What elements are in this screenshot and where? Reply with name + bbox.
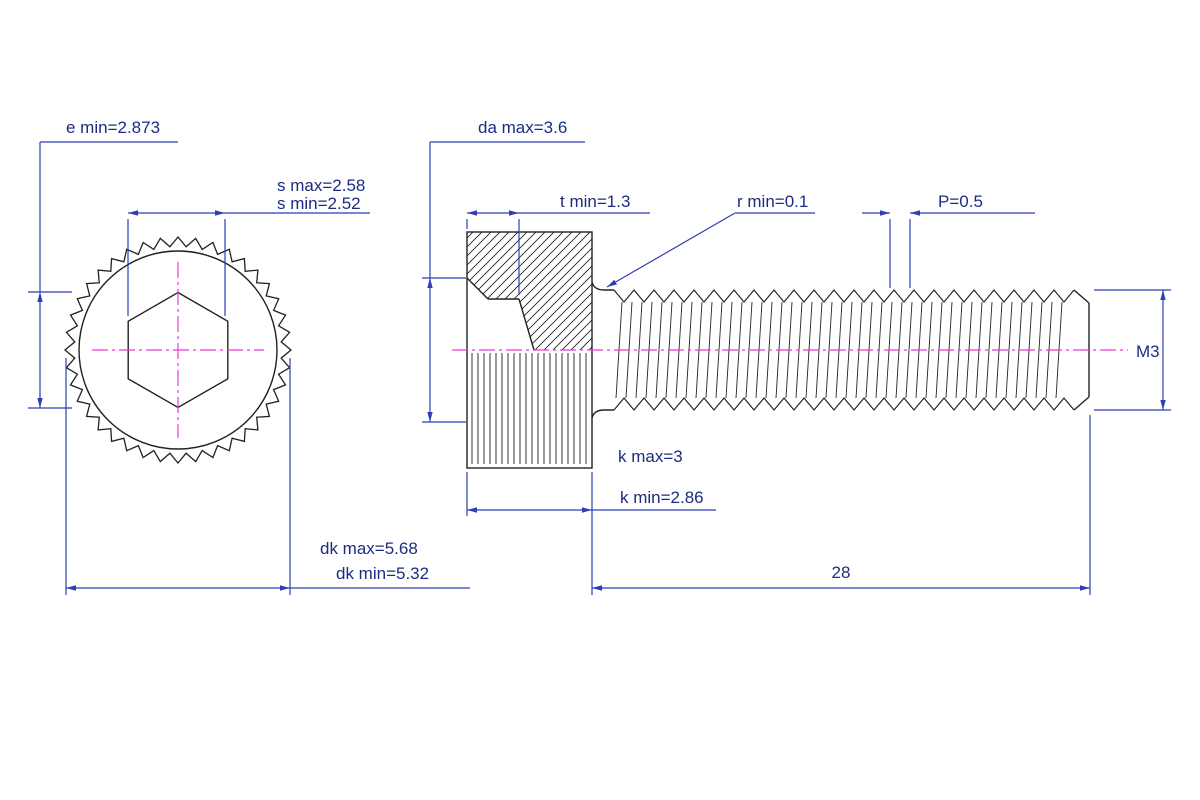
hatch-line — [510, 232, 592, 350]
hatch-line — [564, 232, 592, 350]
thread-flank-line — [655, 301, 663, 399]
hatch-line — [467, 232, 469, 350]
dim-k: k max=3 k min=2.86 — [466, 447, 716, 516]
end-view — [63, 235, 293, 465]
thread-end-chamfer-bottom — [1073, 396, 1090, 411]
head-serration — [63, 235, 293, 465]
hatch-line — [467, 232, 496, 350]
hatch-line — [467, 232, 550, 350]
thread-end-chamfer-top — [1073, 289, 1090, 304]
dimensions: e min=2.873 s max=2.58 s min=2.52 dk max… — [28, 118, 1171, 595]
head-section-hatch — [467, 232, 592, 350]
thread-profile-bottom — [613, 397, 1075, 411]
thread-flank-line — [825, 301, 833, 399]
hatch-line — [467, 232, 532, 350]
hatch-line — [467, 232, 514, 350]
thread-flank-line — [635, 301, 643, 399]
thread-flank-line — [905, 301, 913, 399]
label-t-min: t min=1.3 — [560, 192, 630, 211]
label-r-min: r min=0.1 — [737, 192, 808, 211]
label-s-min: s min=2.52 — [277, 194, 361, 213]
label-k-min: k min=2.86 — [620, 488, 704, 507]
hatch-line — [467, 232, 559, 350]
dim-t: t min=1.3 — [466, 192, 650, 295]
hatch-line — [467, 232, 478, 350]
dim-leader-arrow — [606, 212, 736, 288]
under-head-fillet-top — [591, 281, 614, 291]
head-outer-circle — [78, 250, 278, 450]
thread-flank-line — [925, 301, 933, 399]
dim-p: P=0.5 — [862, 192, 1035, 288]
thread-flank-line — [845, 301, 853, 399]
hatch-line — [546, 232, 592, 350]
label-pitch: P=0.5 — [938, 192, 983, 211]
label-k-max: k max=3 — [618, 447, 683, 466]
side-view — [452, 231, 1128, 469]
dim-r: r min=0.1 — [606, 192, 815, 288]
label-da-max: da max=3.6 — [478, 118, 567, 137]
thread-flank-line — [735, 301, 743, 399]
hatch-line — [467, 232, 523, 350]
head-knurl-lines — [471, 353, 587, 464]
label-s-max: s max=2.58 — [277, 176, 365, 195]
label-dk-max: dk max=5.68 — [320, 539, 418, 558]
hatch-line — [555, 232, 592, 350]
label-e-min: e min=2.873 — [66, 118, 160, 137]
hatch-line — [467, 232, 568, 350]
thread-flank-line — [715, 301, 723, 399]
label-thread-size: M3 — [1136, 342, 1160, 361]
hatch-line — [573, 232, 592, 350]
socket-bottom-cone-line — [518, 298, 535, 351]
thread-flank-line — [1005, 301, 1013, 399]
dim-length: 28 — [591, 415, 1091, 595]
dim-da: da max=3.6 — [422, 118, 585, 423]
hatch-line — [519, 232, 592, 350]
hatch-line — [537, 232, 592, 350]
hatch-line — [467, 232, 505, 350]
label-dk-min: dk min=5.32 — [336, 564, 429, 583]
hatch-line — [528, 232, 592, 350]
knurl-serration — [63, 235, 293, 465]
under-head-fillet-bottom — [591, 409, 614, 419]
dim-e: e min=2.873 — [28, 118, 178, 409]
dim-m3: M3 — [1094, 289, 1171, 411]
thread-flank-line — [985, 301, 993, 399]
thread-profile-top — [613, 289, 1075, 303]
label-length: 28 — [832, 563, 851, 582]
dim-s: s max=2.58 s min=2.52 — [127, 176, 370, 316]
dim-dk: dk max=5.68 dk min=5.32 — [65, 358, 470, 595]
socket-chamfer-line — [466, 277, 489, 300]
